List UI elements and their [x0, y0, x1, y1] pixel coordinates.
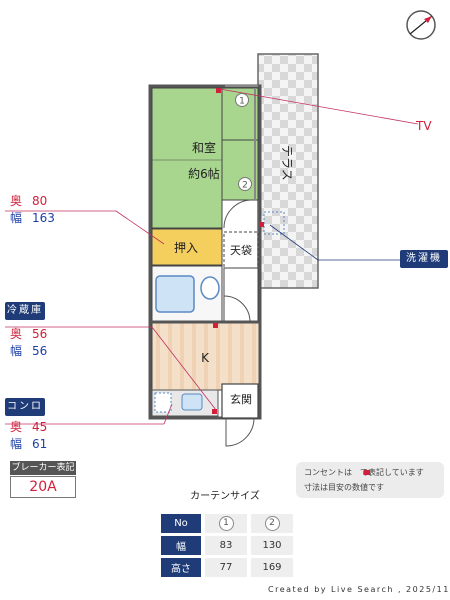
terrace-label: テラス — [280, 145, 294, 181]
tv-label: TV — [415, 119, 432, 133]
window-marker-2: 2 — [242, 181, 248, 191]
note-line-2: 寸法は目安の数値です — [304, 483, 384, 492]
washitsu-size: 約6帖 — [188, 166, 220, 181]
stove-spec: 奥 45 幅 61 — [10, 419, 47, 453]
note-box: コンセントは で表記しています 寸法は目安の数値です — [296, 462, 444, 498]
curtain-row-label: 幅 — [161, 536, 201, 555]
fridge-depth: 56 — [32, 327, 48, 341]
curtain-cell: 77 — [205, 558, 247, 577]
oshiire-label: 押入 — [174, 241, 198, 255]
curtain-header-no: No — [161, 514, 201, 533]
compass — [406, 10, 436, 40]
terrace-area — [257, 53, 319, 289]
note-line-1: コンセントは で表記しています — [304, 468, 424, 477]
fridge-width: 56 — [32, 344, 48, 358]
curtain-cell: 130 — [251, 536, 293, 555]
stove-width-label: 幅 — [10, 437, 23, 451]
closet-width-label: 幅 — [10, 211, 23, 225]
genkan-label: 玄関 — [230, 392, 252, 406]
washitsu-name: 和室 — [192, 140, 216, 155]
closet-depth-label: 奥 — [10, 194, 23, 208]
curtain-title: カーテンサイズ — [190, 491, 260, 502]
stove-depth: 45 — [32, 420, 48, 434]
genkan — [221, 383, 259, 419]
fridge-depth-label: 奥 — [10, 327, 23, 341]
curtain-table: No 1 2 幅 83 130 高さ 77 169 — [157, 511, 297, 580]
tenbukuro-label: 天袋 — [230, 243, 252, 257]
window-marker-1: 1 — [239, 97, 245, 107]
fridge-tag: 冷蔵庫 — [5, 302, 45, 320]
toilet — [200, 276, 220, 300]
oshiire-closet — [151, 228, 223, 266]
kitchen-room — [151, 321, 261, 391]
washitsu-room — [151, 87, 223, 229]
curtain-row-height: 高さ 77 169 — [161, 558, 293, 577]
outlet-legend-icon — [364, 470, 370, 475]
curtain-header-row: No 1 2 — [161, 514, 293, 533]
closet-depth: 80 — [32, 194, 48, 208]
stove-width: 61 — [32, 437, 48, 451]
bathtub — [155, 275, 195, 313]
curtain-cell: 83 — [205, 536, 247, 555]
closet-spec: 奥 80 幅 163 — [10, 193, 55, 227]
breaker-label: ブレーカー表記 — [10, 461, 76, 475]
breaker-value: 20A — [10, 476, 76, 498]
curtain-header-2: 2 — [264, 516, 280, 531]
washer-tag: 洗濯機 — [400, 250, 448, 268]
credit-line: Created by Live Search , 2025/11 — [268, 585, 450, 594]
stove-depth-label: 奥 — [10, 420, 23, 434]
curtain-row-label: 高さ — [161, 558, 201, 577]
curtain-cell: 169 — [251, 558, 293, 577]
fridge-width-label: 幅 — [10, 344, 23, 358]
curtain-row-width: 幅 83 130 — [161, 536, 293, 555]
fridge-spec: 奥 56 幅 56 — [10, 326, 47, 360]
closet-width: 163 — [32, 211, 55, 225]
stove-tag: コンロ — [5, 398, 45, 416]
curtain-header-1: 1 — [218, 516, 234, 531]
kitchen-label: K — [201, 351, 210, 365]
